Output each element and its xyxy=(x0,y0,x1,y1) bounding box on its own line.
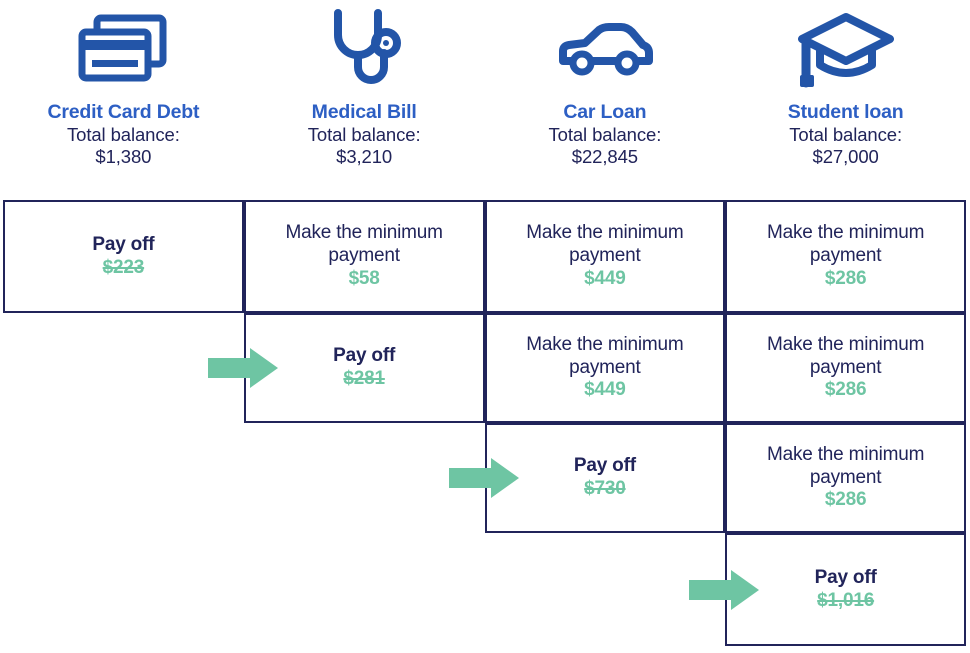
arrow-right-icon xyxy=(207,346,280,390)
credit-cards-icon-svg xyxy=(78,14,167,82)
plan-cell-amount: $449 xyxy=(584,267,626,289)
arrow-right-icon-svg xyxy=(448,458,519,498)
plan-cell-r4-c4: Pay off$1,016 xyxy=(725,533,966,646)
plan-cell-action: Make the minimum payment xyxy=(526,222,684,267)
plan-cell-action: Pay off xyxy=(92,233,155,255)
plan-cell-r1-c4: Make the minimum payment$286 xyxy=(725,200,966,313)
car-icon-svg xyxy=(558,23,653,76)
plan-cell-amount: $286 xyxy=(824,379,867,401)
plan-cell-amount: $286 xyxy=(824,267,867,289)
plan-cell-amount: $58 xyxy=(348,267,380,289)
plan-cell-action: Pay off xyxy=(814,566,877,588)
debt-title: Credit Card Debt xyxy=(47,101,200,123)
plan-cell-r2-c3: Make the minimum payment$449 xyxy=(484,313,726,423)
plan-cell-r1-c3: Make the minimum payment$449 xyxy=(484,200,726,313)
arrow-right-icon-svg xyxy=(207,348,278,388)
debt-title: Car Loan xyxy=(563,101,647,123)
plan-cell-action: Make the minimum payment xyxy=(766,443,925,488)
plan-cell-r1-c1: Pay off$223 xyxy=(3,200,244,313)
plan-cell-r3-c3: Pay off$730 xyxy=(484,423,726,533)
plan-cell-action: Pay off xyxy=(573,455,636,477)
plan-cell-amount: $730 xyxy=(584,478,626,499)
plan-cell-r2-c2: Pay off$281 xyxy=(243,313,485,423)
arrow-right-icon-svg xyxy=(689,569,760,610)
credit-cards-icon xyxy=(77,0,169,100)
debt-balance-label: Total balance: xyxy=(307,123,421,145)
car-icon xyxy=(555,0,655,100)
plan-cell-amount: $286 xyxy=(824,489,867,511)
plan-cell-amount: $223 xyxy=(102,256,145,278)
graduation-cap-icon-svg xyxy=(797,13,894,88)
debt-title: Student loan xyxy=(787,101,904,123)
plan-cell-amount: $449 xyxy=(584,379,626,401)
plan-cell-amount: $1,016 xyxy=(817,589,875,611)
debt-title: Medical Bill xyxy=(311,101,417,123)
arrow-right-icon xyxy=(689,568,761,612)
plan-cell-r2-c4: Make the minimum payment$286 xyxy=(725,313,966,423)
debt-balance-amount: $1,380 xyxy=(95,146,152,168)
plan-cell-r1-c2: Make the minimum payment$58 xyxy=(243,200,485,313)
plan-cell-action: Make the minimum payment xyxy=(766,333,925,378)
debt-balance-label: Total balance: xyxy=(548,123,662,145)
graduation-cap-icon xyxy=(797,0,894,100)
debt-balance-amount: $22,845 xyxy=(571,146,638,168)
stethoscope-icon xyxy=(324,0,404,100)
plan-cell-amount: $281 xyxy=(343,368,385,389)
plan-cell-action: Make the minimum payment xyxy=(285,222,443,267)
plan-cell-action: Make the minimum payment xyxy=(526,333,684,378)
plan-cell-action: Pay off xyxy=(333,345,396,367)
plan-cell-action: Make the minimum payment xyxy=(766,222,925,267)
debt-balance-amount: $27,000 xyxy=(812,146,879,168)
debt-balance-amount: $3,210 xyxy=(336,146,393,168)
debt-balance-label: Total balance: xyxy=(66,123,180,145)
stethoscope-icon-svg xyxy=(334,9,402,84)
arrow-right-icon xyxy=(448,456,521,500)
debt-balance-label: Total balance: xyxy=(789,123,902,145)
plan-cell-r3-c4: Make the minimum payment$286 xyxy=(725,423,966,533)
